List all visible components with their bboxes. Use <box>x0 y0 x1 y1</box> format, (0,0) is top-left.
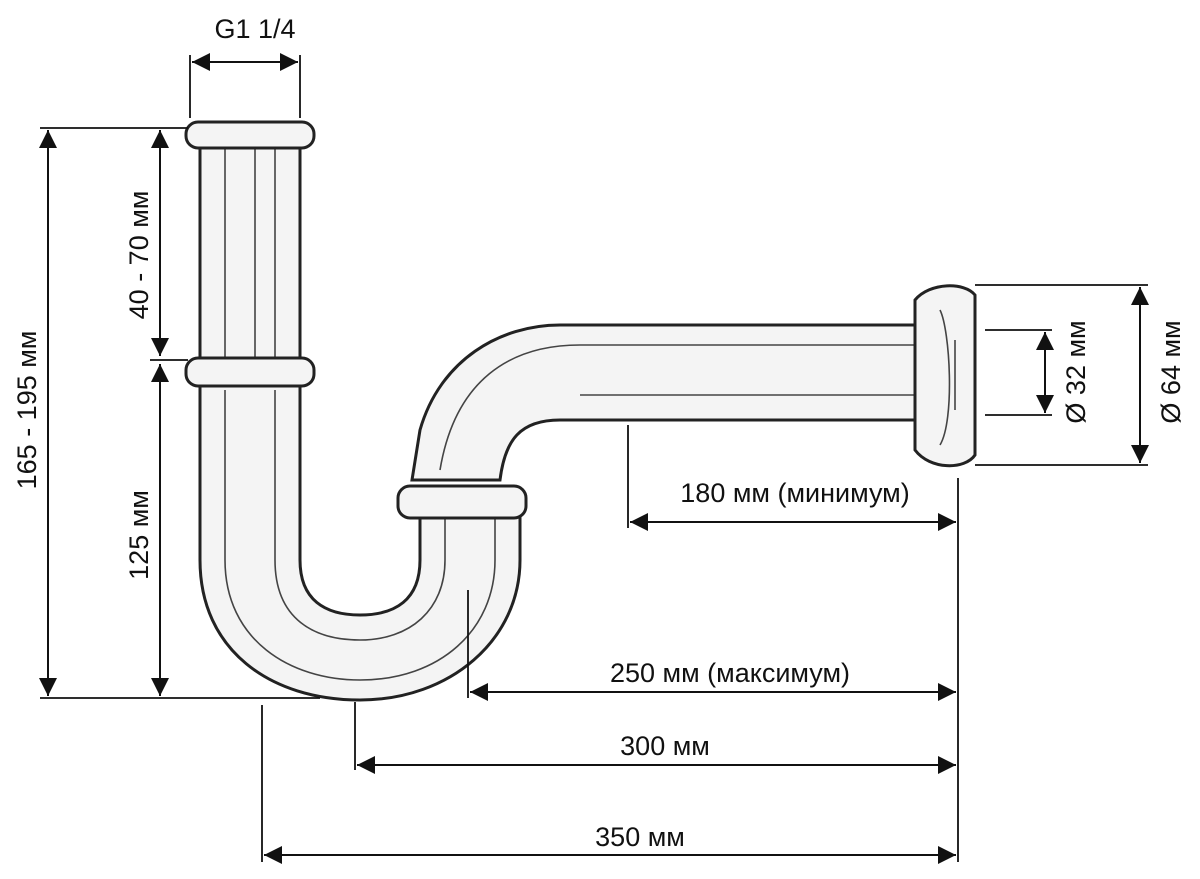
bend-nut <box>396 484 528 520</box>
u-bend <box>198 378 522 702</box>
length-300-label: 300 мм <box>620 731 710 761</box>
max-length-label: 250 мм (максимум) <box>610 658 850 688</box>
siphon-pipe <box>184 120 977 702</box>
pipe-diameter-label: Ø 32 мм <box>1061 320 1091 423</box>
wall-flange <box>913 284 977 468</box>
dimension-lines <box>39 53 1149 864</box>
outlet-pipe <box>410 323 927 482</box>
middle-nut <box>184 356 316 388</box>
top-nut <box>184 120 316 150</box>
min-length-label: 180 мм (минимум) <box>680 478 909 508</box>
thread-label: G1 1/4 <box>214 14 295 44</box>
upper-height-label: 40 - 70 мм <box>124 191 154 320</box>
lower-height-label: 125 мм <box>124 490 154 580</box>
flange-diameter-label: Ø 64 мм <box>1156 320 1186 423</box>
length-350-label: 350 мм <box>595 822 685 852</box>
total-height-label: 165 - 195 мм <box>12 331 42 490</box>
vertical-pipe <box>198 138 302 382</box>
